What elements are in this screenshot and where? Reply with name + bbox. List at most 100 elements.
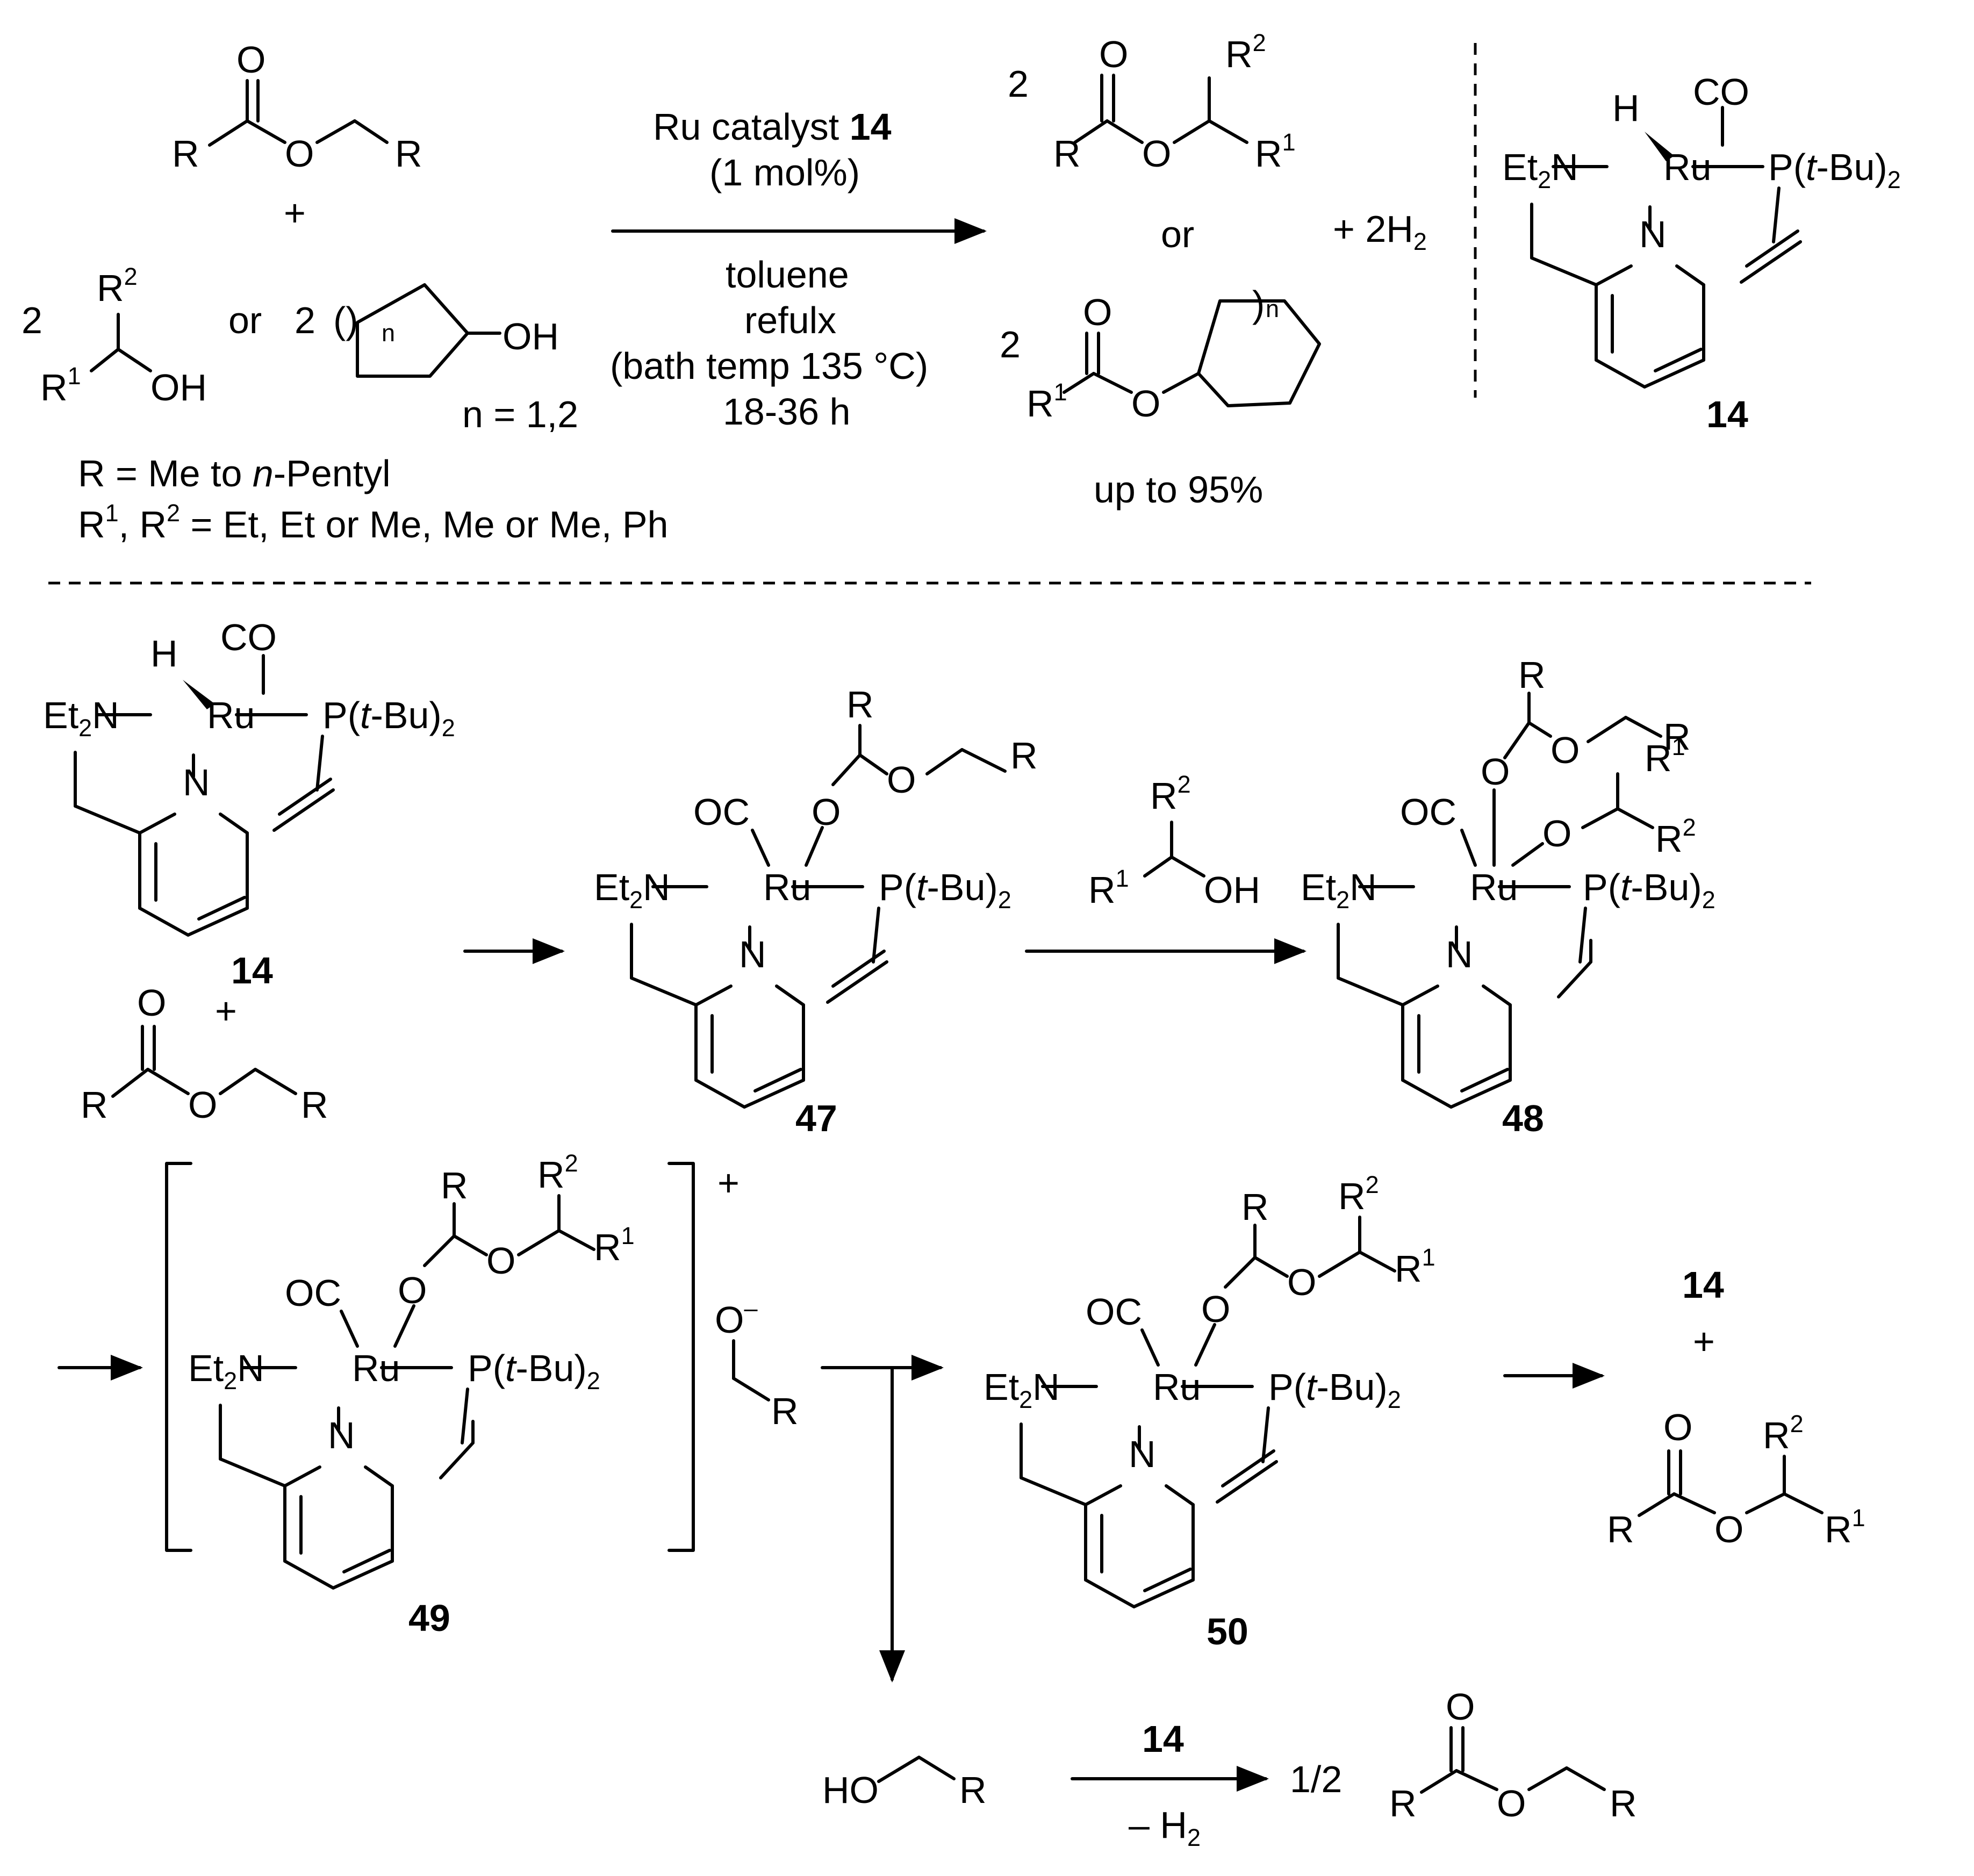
svg-text:Ru: Ru (207, 694, 255, 736)
svg-text:R1: R1 (594, 1222, 635, 1268)
svg-text:O: O (1542, 813, 1571, 854)
svg-text:R: R (1518, 654, 1546, 696)
condition-temperature: (bath temp 135 °C) (610, 345, 928, 387)
coefficient: 2 (295, 299, 315, 341)
svg-text:R: R (959, 1769, 987, 1811)
svg-text:R: R (301, 1084, 328, 1126)
yield-text: up to 95% (1094, 469, 1263, 511)
svg-text:OC: OC (285, 1272, 341, 1314)
compound-number: 47 (795, 1097, 837, 1139)
svg-text:O: O (1083, 291, 1112, 333)
svg-text:R: R (1610, 1782, 1637, 1824)
complex-50: OC O O R R2 R1 Ru N Et2N P(t-Bu)2 50 (984, 1171, 1435, 1652)
svg-text:Et2N: Et2N (984, 1366, 1060, 1413)
compound-number: 14 (1682, 1264, 1724, 1306)
plus-sign: + (1693, 1320, 1715, 1362)
complex-47: OC O O R R Ru N Et2N P(t-Bu)2 47 (594, 684, 1038, 1139)
catalyst-14-structure: H CO Ru N Et2N P(t-Bu)2 14 (1502, 71, 1901, 435)
svg-text:R: R (771, 1390, 799, 1432)
svg-text:O: O (1481, 751, 1510, 793)
svg-text:N: N (1129, 1433, 1156, 1475)
svg-text:2: 2 (1000, 324, 1021, 365)
svg-text:R: R (1389, 1782, 1417, 1824)
svg-text:Et2N: Et2N (1301, 866, 1377, 914)
svg-text:N: N (328, 1414, 355, 1456)
svg-text:R1: R1 (1255, 128, 1296, 175)
ester-product: 2 O R O R2 R1 (1008, 29, 1296, 175)
ester-substrate: O R O R (81, 982, 328, 1126)
svg-text:N: N (739, 933, 766, 975)
svg-text:O: O (188, 1084, 217, 1126)
svg-text:O–: O– (715, 1295, 757, 1341)
svg-text:(): () (333, 299, 358, 341)
svg-text:R1: R1 (1645, 733, 1685, 779)
svg-text:R: R (1663, 716, 1691, 758)
svg-text:Et2N: Et2N (43, 694, 119, 742)
r1-r2-definition: R1, R2 = Et, Et or Me, Me or Me, Ph (78, 499, 668, 545)
svg-text:Et2N: Et2N (188, 1347, 264, 1395)
svg-text:R2: R2 (1338, 1171, 1379, 1217)
stoichiometry: 1/2 (1290, 1758, 1342, 1800)
svg-text:R: R (81, 1084, 108, 1126)
svg-text:R: R (1241, 1186, 1269, 1228)
compound-number: 48 (1502, 1097, 1544, 1139)
svg-text:P(t-Bu)2: P(t-Bu)2 (468, 1347, 600, 1395)
plus-sign: + (284, 192, 306, 234)
svg-text:R2: R2 (537, 1149, 578, 1196)
svg-text:Ru: Ru (1153, 1366, 1201, 1408)
ester-product-final: O R O R2 R1 (1607, 1406, 1865, 1550)
split-arrow (821, 1355, 944, 1683)
svg-text:O: O (1287, 1261, 1316, 1303)
svg-text:O: O (398, 1269, 427, 1311)
svg-text:Ru: Ru (1663, 146, 1711, 188)
compound-number: 50 (1207, 1611, 1248, 1652)
ester-dimer-product: O R O R (1389, 1686, 1637, 1824)
svg-text:OC: OC (1086, 1291, 1142, 1333)
svg-text:O: O (1497, 1782, 1526, 1824)
ester-reactant: O R O R (172, 39, 422, 175)
svg-text:O: O (137, 982, 166, 1024)
svg-text:2: 2 (1008, 63, 1029, 105)
complex-48: OC O O O R R R1 R2 Ru N Et2N P(t-Bu)2 48 (1301, 654, 1715, 1139)
svg-text:O: O (486, 1240, 515, 1282)
or-text: or (1161, 213, 1194, 255)
atom-label: O (236, 39, 265, 81)
svg-text:Et2N: Et2N (594, 866, 670, 914)
alcohol-reactant: 2 R2 R1 OH (21, 263, 207, 408)
compound-number: 49 (408, 1597, 450, 1639)
svg-text:Et2N: Et2N (1502, 146, 1578, 193)
svg-text:P(t-Bu)2: P(t-Bu)2 (879, 866, 1011, 914)
plus-sign: + (215, 990, 237, 1032)
n-values: n = 1,2 (462, 393, 578, 435)
catalyst-loading: (1 mol%) (709, 152, 860, 193)
svg-text:n: n (1266, 295, 1279, 322)
bracket-right (667, 1162, 695, 1552)
cyclic-ester-product: 2 O ) n R1 O (1000, 283, 1321, 425)
condition-time: 18-36 h (723, 391, 850, 433)
svg-text:OC: OC (693, 791, 750, 833)
svg-text:H: H (1612, 87, 1640, 129)
svg-text:CO: CO (220, 616, 277, 658)
catalyst-label: Ru catalyst 14 (653, 106, 892, 148)
svg-text:O: O (1551, 729, 1580, 771)
svg-text:R2: R2 (1150, 771, 1191, 817)
svg-text:R2: R2 (1655, 814, 1696, 860)
svg-text:OH: OH (1204, 869, 1260, 911)
svg-text:N: N (1446, 933, 1473, 975)
svg-text:O: O (1663, 1406, 1692, 1448)
svg-text:P(t-Bu)2: P(t-Bu)2 (1768, 146, 1901, 193)
svg-text:R1: R1 (1088, 865, 1129, 911)
svg-text:O: O (1142, 133, 1171, 175)
condition-solvent: toluene (726, 254, 849, 296)
svg-text:R: R (1607, 1508, 1634, 1550)
svg-text:R2: R2 (1225, 29, 1266, 75)
atom-label: R (395, 133, 422, 175)
svg-text:R2: R2 (97, 263, 138, 309)
r-definition: R = Me to n-Pentyl (78, 452, 391, 494)
catalyst-14-mechanism: H CO Ru N Et2N P(t-Bu)2 14 (43, 616, 455, 991)
hydrogen-byproduct: + 2H2 (1333, 208, 1427, 255)
svg-text:H: H (150, 632, 178, 674)
or-text: or (228, 299, 262, 341)
svg-text:O: O (812, 791, 841, 833)
svg-text:N: N (1639, 213, 1667, 255)
